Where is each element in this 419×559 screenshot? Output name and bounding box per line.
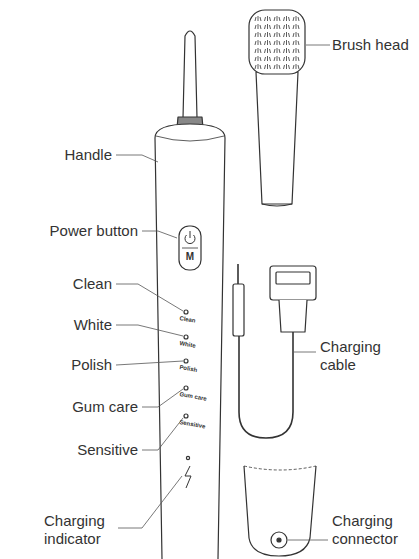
leader-line [142, 389, 183, 407]
part-label: Handle [10, 146, 112, 164]
handle-top-edge [156, 136, 224, 141]
handle-body [155, 124, 225, 559]
printed-mode-text: Clean [179, 315, 214, 327]
leader-line [116, 361, 183, 365]
bristle-tuft [284, 32, 290, 37]
bristle-tuft [274, 40, 280, 45]
bristle-tuft [274, 56, 280, 61]
cable-wire [239, 332, 293, 438]
bristle-tuft [265, 16, 271, 21]
part-label: Charging cable [320, 338, 400, 374]
bristle-tuft [255, 64, 261, 69]
power-button [179, 226, 201, 270]
leader-line [306, 45, 330, 46]
mode-led [184, 414, 188, 418]
leader-line [288, 540, 328, 541]
bristle-tuft [274, 16, 280, 21]
brush-neck [256, 72, 298, 204]
dc-pin [237, 264, 239, 284]
bristle-tuft [293, 24, 299, 29]
bristle-tuft [265, 56, 271, 61]
bristle-tuft [255, 56, 261, 61]
charging-connector [271, 532, 287, 548]
bristle-tuft [284, 64, 290, 69]
charging-icon [185, 466, 191, 488]
mode-led [184, 386, 188, 390]
bristle-tuft [284, 24, 290, 29]
leader-line [142, 418, 183, 450]
bristle-tuft [293, 40, 299, 45]
mode-led [184, 335, 188, 339]
part-label: Polish [10, 356, 112, 374]
bristle-tuft [284, 16, 290, 21]
shaft [183, 31, 197, 118]
leader-line [118, 476, 182, 528]
button-divider [182, 248, 198, 249]
printed-mode-text: Sensitive [179, 419, 214, 431]
bristle-tuft [265, 32, 271, 37]
charging-led [186, 456, 189, 459]
bristle-tuft [274, 48, 280, 53]
bristle-tuft [255, 48, 261, 53]
printed-mode-text: Gum care [179, 391, 214, 403]
power-symbol [190, 231, 191, 238]
bristle-tuft [293, 16, 299, 21]
bristle-tuft [293, 64, 299, 69]
leader-line [294, 352, 316, 353]
printed-mode-text: Polish [179, 364, 214, 376]
bristle-tuft [265, 48, 271, 53]
part-label: Sensitive [4, 441, 138, 459]
charging-connector-pin [277, 538, 281, 542]
leader-line [116, 155, 158, 162]
bristle-tuft [255, 32, 261, 37]
bristle-tuft [265, 24, 271, 29]
bristle-tuft [265, 64, 271, 69]
part-label: Brush head [332, 36, 416, 54]
bristle-tuft [255, 40, 261, 45]
mode-led [184, 310, 188, 314]
bristle-tuft [284, 48, 290, 53]
bristle-tuft [255, 24, 261, 29]
part-label: Charging connector [332, 512, 416, 548]
printed-mode-text: White [179, 340, 214, 352]
bristle-tuft [284, 56, 290, 61]
leader-line [116, 325, 183, 336]
bristle-tuft [293, 56, 299, 61]
bristle-tuft [274, 64, 280, 69]
bristle-tuft [274, 32, 280, 37]
leader-line [116, 284, 183, 311]
handle-bottom [244, 466, 316, 556]
usb-plug-inner [276, 272, 310, 284]
brush-neck-base [262, 204, 292, 206]
leader-line [142, 231, 177, 238]
button-mode-text: M [183, 251, 197, 263]
bristle-tuft [293, 32, 299, 37]
usb-strain-relief [279, 300, 307, 332]
part-label: Power button [4, 222, 138, 240]
brush-head [249, 10, 305, 74]
bristle-tuft [293, 48, 299, 53]
usb-plug [270, 266, 316, 300]
cut-edge [244, 466, 316, 470]
bristle-tuft [265, 40, 271, 45]
bristle-tuft [274, 24, 280, 29]
bristle-tuft [284, 40, 290, 45]
part-label: White [10, 316, 112, 334]
dc-connector [233, 284, 244, 336]
bristle-tuft [255, 16, 261, 21]
part-label: Charging indicator [44, 512, 118, 548]
mode-led [184, 359, 188, 363]
part-label: Gum care [4, 398, 138, 416]
part-label: Clean [10, 275, 112, 293]
